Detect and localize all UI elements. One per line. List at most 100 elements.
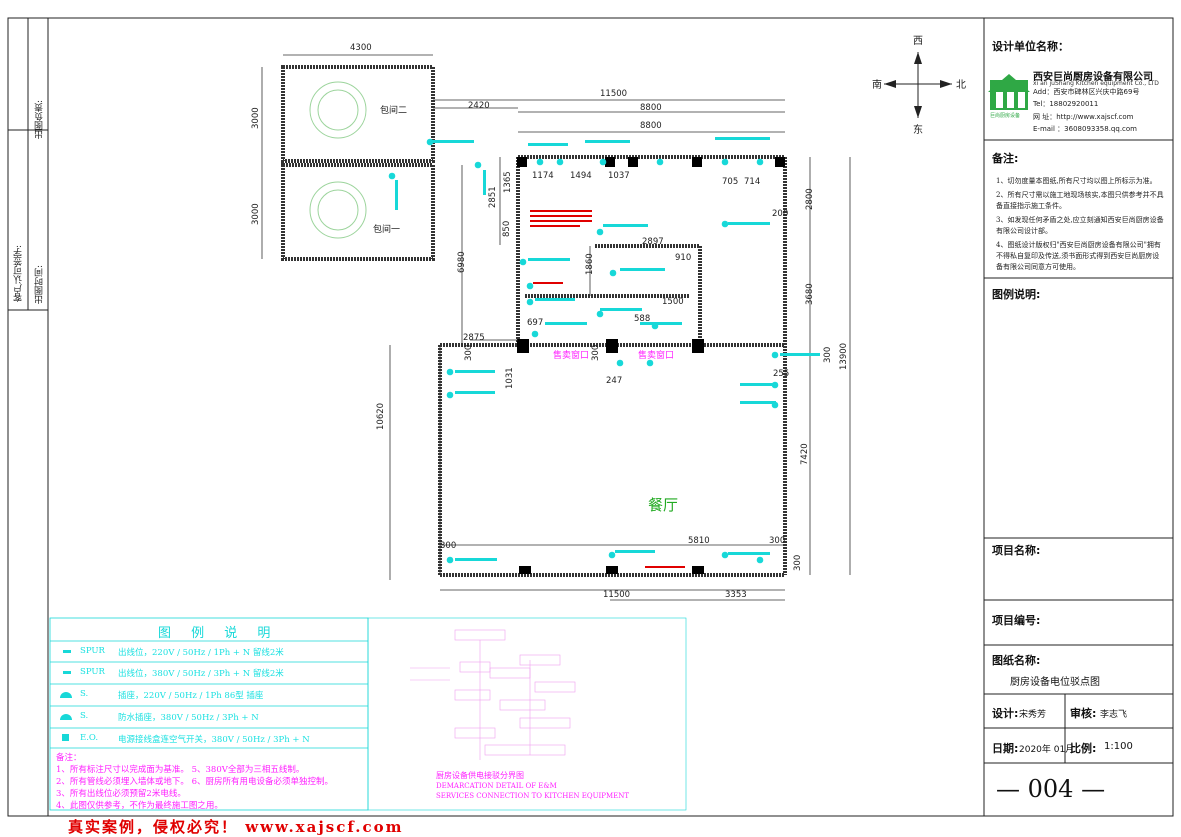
structural-columns bbox=[517, 157, 785, 574]
dim-3353: 3353 bbox=[725, 590, 747, 600]
drawing-description-label: 图例说明: bbox=[992, 288, 1041, 301]
dim-7420: 7420 bbox=[800, 443, 810, 465]
legend-note-1: 1、所有标注尺寸以完成面为基准。 5、380V全部为三相五线制。 bbox=[56, 765, 305, 775]
legend-text-3: 插座，220V / 50Hz / 1Ph 86型 插座 bbox=[118, 691, 264, 701]
dim-1031: 1031 bbox=[505, 367, 515, 389]
company-name-en: xi an juShang Kitchen equipment Co., LTD bbox=[1033, 80, 1159, 87]
sheet-number: — 004 — bbox=[996, 775, 1106, 803]
dim-300-b: 300 bbox=[591, 345, 601, 361]
legend-sym-5: E.O. bbox=[80, 733, 99, 743]
dim-5810: 5810 bbox=[688, 536, 710, 546]
dim-3000-b: 3000 bbox=[251, 203, 261, 225]
dim-300-c: 300 bbox=[823, 347, 833, 363]
legend-text-2: 出线位，380V / 50Hz / 3Ph + N 留线2米 bbox=[118, 669, 284, 679]
legend-sym-3: S. bbox=[80, 689, 89, 699]
kitchen-walls bbox=[438, 155, 787, 577]
company-email: E-mail ：3608093358.qq.com bbox=[1033, 125, 1137, 133]
logo-caption: 巨尚厨房设备 bbox=[990, 113, 1021, 119]
compass-south: 南 bbox=[872, 78, 882, 91]
remark-item: 3、如发现任何矛盾之处,应立刻通知西安巨尚厨房设备有限公司设计部。 bbox=[996, 216, 1164, 235]
remark-item: 4、图纸设计版权归"西安巨尚厨房设备有限公司"拥有不得私自复印及传送,须书面形式… bbox=[996, 241, 1161, 271]
drawing-date: 2020年 01月 bbox=[1019, 745, 1075, 755]
dim-3000-a: 3000 bbox=[251, 107, 261, 129]
reviewer-name: 李志飞 bbox=[1100, 710, 1128, 720]
compass-west: 西 bbox=[913, 36, 923, 47]
legend-note-3: 3、所有出线位必须预留2米电线。 bbox=[56, 789, 186, 799]
project-number-label: 项目编号: bbox=[992, 614, 1041, 627]
company-web: 网 址：http://www.xajscf.com bbox=[1033, 113, 1134, 121]
dim-300-f: 300 bbox=[793, 555, 803, 571]
compass-north: 北 bbox=[956, 79, 966, 91]
drawing-name-label: 图纸名称: bbox=[992, 654, 1041, 667]
legend-notes-title: 备注： bbox=[56, 753, 82, 763]
sales-window-left: 售卖窗口 bbox=[553, 349, 589, 361]
title-block-frame bbox=[983, 17, 1174, 817]
outlet-annotation-marks bbox=[395, 137, 820, 561]
dim-1500: 1500 bbox=[662, 297, 684, 307]
dimension-lines bbox=[261, 54, 851, 601]
remark-item: 2、所有尺寸需以施工地现场核实,本图只供参考并不具备直接指示施工条件。 bbox=[996, 191, 1164, 210]
sales-window-right: 售卖窗口 bbox=[638, 349, 674, 361]
room-label-dining: 餐厅 bbox=[648, 496, 678, 514]
schematic-title-cn: 厨房设备供电接驳分界图 bbox=[436, 771, 524, 780]
dim-255: 255 bbox=[773, 369, 789, 379]
project-name-label: 项目名称: bbox=[992, 544, 1041, 557]
red-notes bbox=[530, 210, 685, 568]
remarks-label: 备注: bbox=[992, 152, 1019, 165]
dim-2897: 2897 bbox=[642, 237, 664, 247]
dim-4300: 4300 bbox=[350, 43, 372, 53]
dim-588: 588 bbox=[634, 314, 650, 324]
dim-2420: 2420 bbox=[468, 101, 490, 111]
dim-1037: 1037 bbox=[608, 171, 630, 181]
north-arrow bbox=[884, 52, 952, 118]
scale-label: 比例: bbox=[1070, 742, 1097, 755]
remarks-list: 1、切勿度量本图纸,所有尺寸均以图上所标示为准。 2、所有尺寸需以施工地现场核实… bbox=[996, 176, 1166, 273]
private-room-2 bbox=[281, 65, 435, 163]
dim-1860: 1860 bbox=[585, 253, 595, 275]
dim-8800-b: 8800 bbox=[640, 121, 662, 131]
designer-name: 宋秀芳 bbox=[1019, 710, 1047, 720]
dim-3680: 3680 bbox=[805, 283, 815, 305]
dim-705: 705 bbox=[722, 177, 738, 187]
design-unit-label: 设计单位名称： bbox=[992, 40, 1069, 53]
dim-8800-a: 8800 bbox=[640, 103, 662, 113]
legend-text-4: 防水插座，380V / 50Hz / 3Ph + N bbox=[118, 713, 259, 723]
date-label: 日期: bbox=[992, 742, 1019, 755]
legend-text-5: 电源接线盒连空气开关，380V / 50Hz / 3Ph + N bbox=[118, 735, 310, 745]
footer-watermark: 真实案例，侵权必究！ www.xajscf.com bbox=[68, 818, 404, 836]
dim-10620: 10620 bbox=[376, 403, 386, 430]
dim-2875: 2875 bbox=[463, 333, 485, 343]
legend-note-4: 4、此图仅供参考，不作为最终施工图之用。 bbox=[56, 801, 223, 811]
dim-714: 714 bbox=[744, 177, 760, 187]
legend-sym-1: SPUR bbox=[80, 646, 105, 656]
company-address: Add：西安市碑林区兴庆中路69号 bbox=[1033, 88, 1140, 96]
dim-2800: 2800 bbox=[805, 188, 815, 210]
private-room-1 bbox=[281, 163, 435, 261]
schematic-title-en1: DEMARCATION DETAIL OF E&M bbox=[436, 782, 557, 790]
legend-sym-4: S. bbox=[80, 711, 89, 721]
drawing-name: 厨房设备电位驳点图 bbox=[1010, 677, 1100, 688]
dim-200: 200 bbox=[772, 209, 788, 219]
reviewer-label: 审核: bbox=[1070, 707, 1097, 720]
legend-title: 图 例 说 明 bbox=[158, 626, 279, 641]
dim-1365: 1365 bbox=[503, 171, 513, 193]
dim-300-e: 300 bbox=[769, 536, 785, 546]
company-logo bbox=[988, 74, 1030, 110]
room-label-private2: 包间二 bbox=[380, 104, 407, 116]
dim-697: 697 bbox=[527, 318, 543, 328]
dim-1494: 1494 bbox=[570, 171, 592, 181]
remark-item: 1、切勿度量本图纸,所有尺寸均以图上所标示为准。 bbox=[996, 177, 1157, 185]
legend-symbols bbox=[60, 650, 72, 741]
designer-label: 设计: bbox=[992, 707, 1019, 720]
room-label-private1: 包间一 bbox=[373, 223, 400, 235]
legend-sym-2: SPUR bbox=[80, 667, 105, 677]
dim-850: 850 bbox=[502, 221, 512, 237]
dim-300-d: 300 bbox=[440, 541, 456, 551]
schematic-title-en2: SERVICES CONNECTION TO KITCHEN EQUIPMENT bbox=[436, 792, 630, 800]
compass-east: 东 bbox=[913, 123, 923, 136]
legend-text-1: 出线位，220V / 50Hz / 1Ph + N 留线2米 bbox=[118, 648, 284, 658]
company-tel: Tel：18802920011 bbox=[1033, 100, 1099, 108]
dim-300-a: 300 bbox=[464, 345, 474, 361]
